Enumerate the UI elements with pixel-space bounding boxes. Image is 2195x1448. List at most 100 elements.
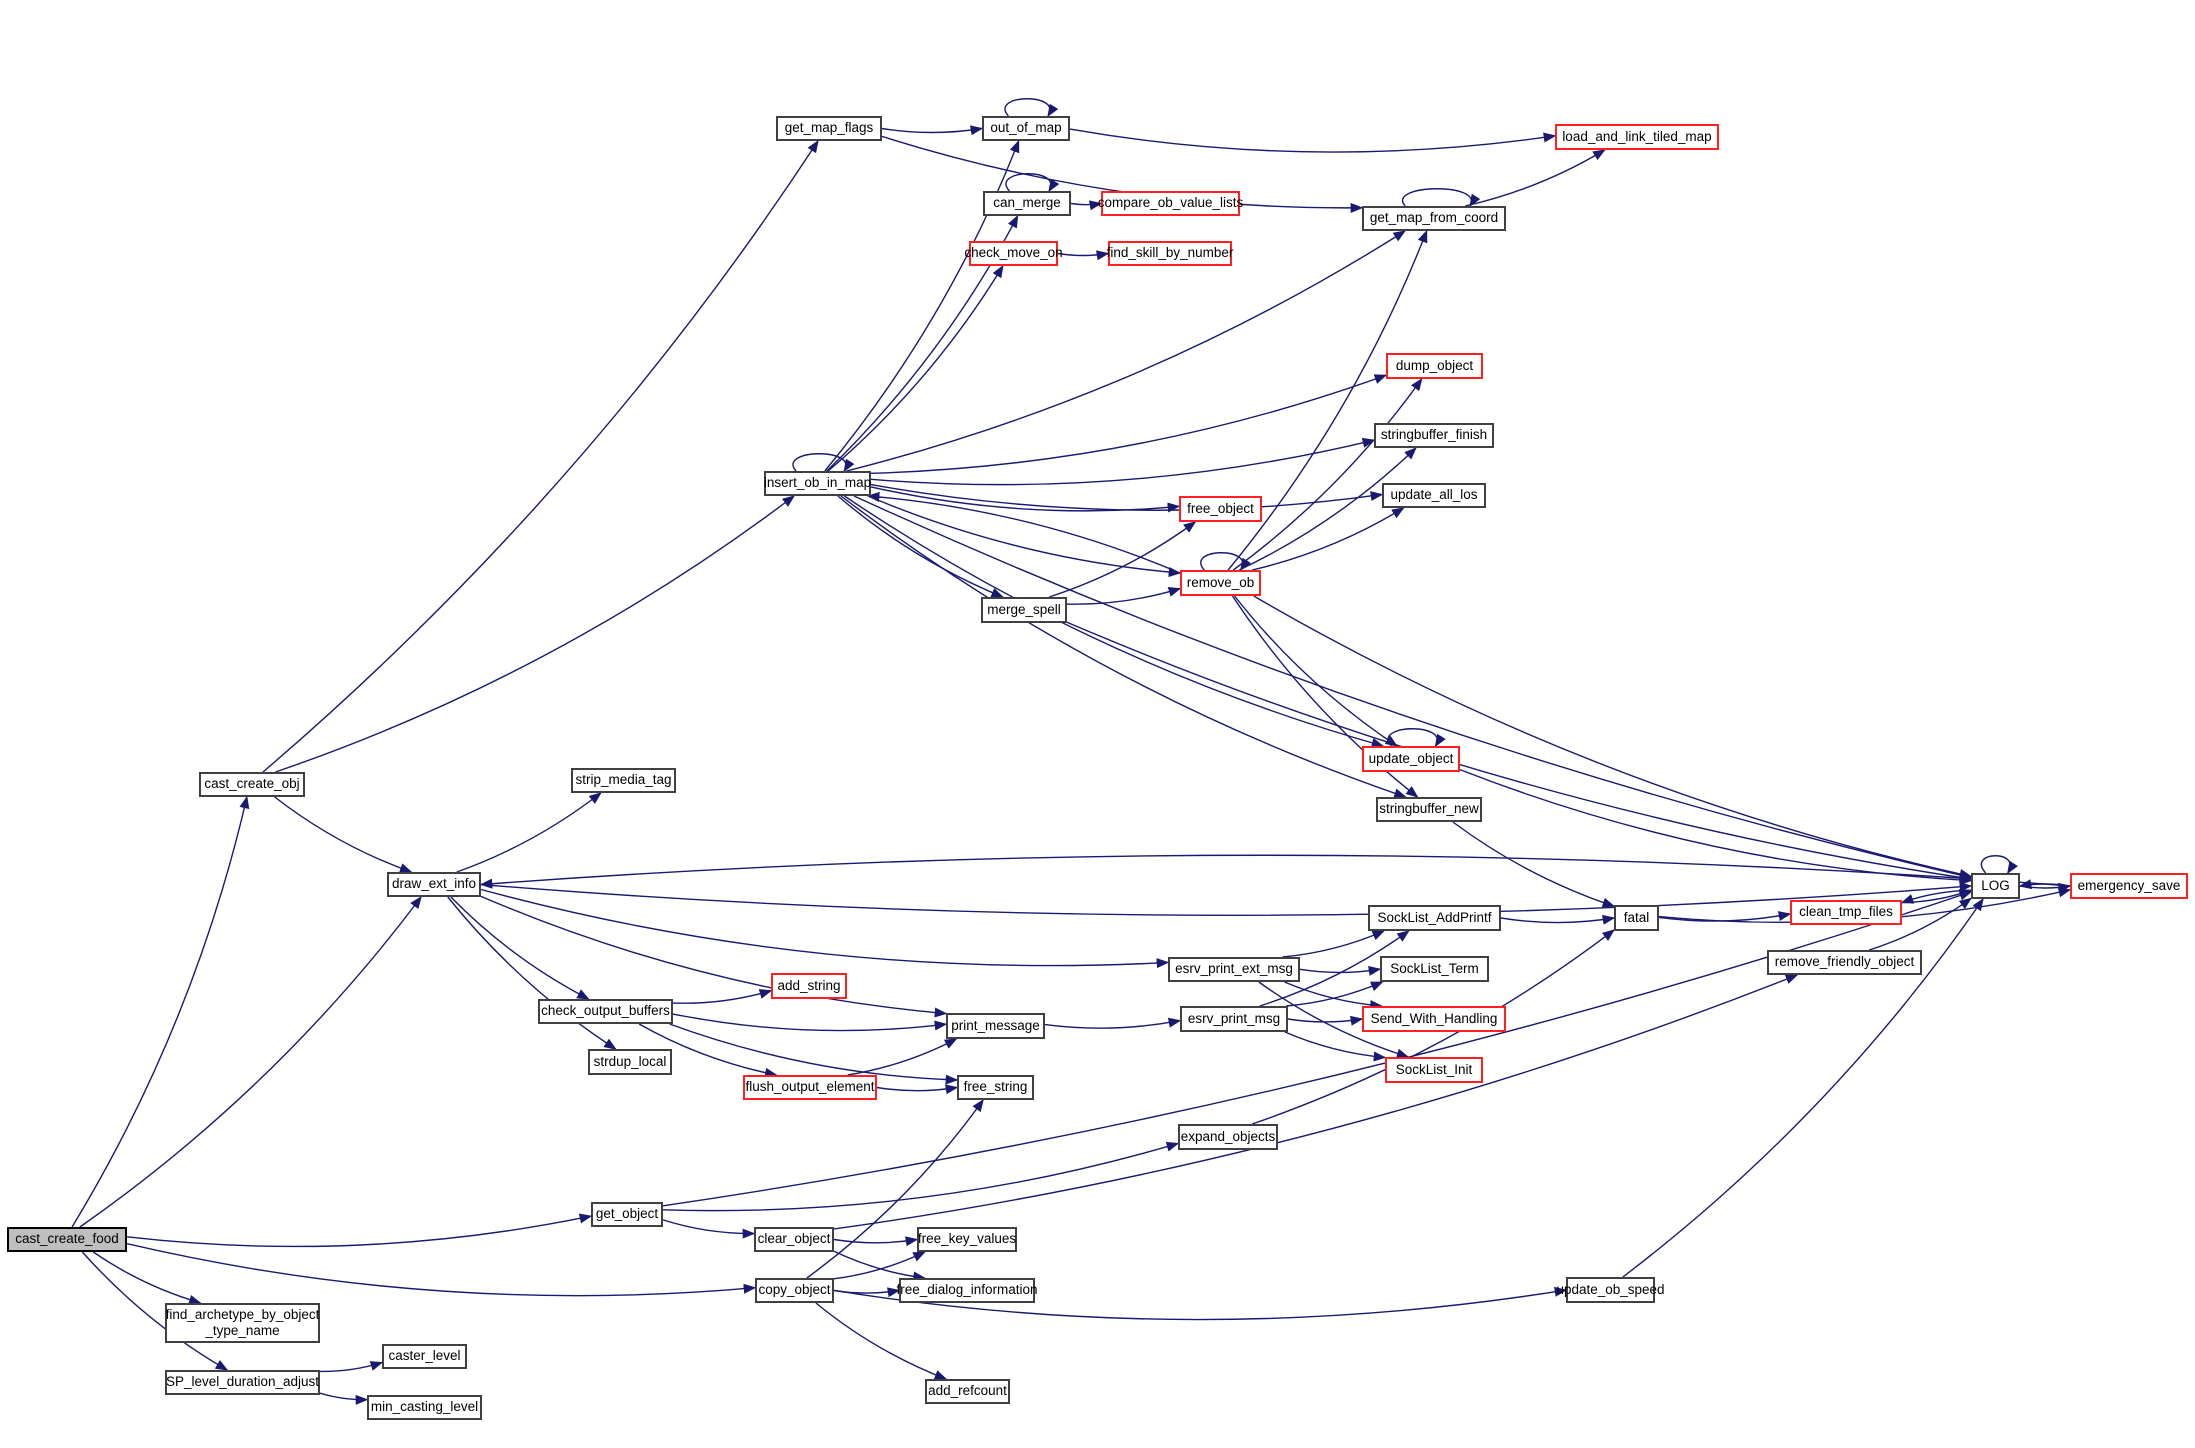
node-strip-media-tag[interactable]: strip_media_tag — [571, 768, 676, 793]
edge-remove-ob-to-stringbuffer-new — [1231, 595, 1419, 798]
node-update-object[interactable]: update_object — [1362, 746, 1460, 772]
node-dump-object[interactable]: dump_object — [1386, 353, 1483, 379]
node-get-map-from-coord[interactable]: get_map_from_coord — [1362, 206, 1506, 231]
node-remove-friendly-object[interactable]: remove_friendly_object — [1767, 950, 1922, 975]
edge-get-map-flags-to-out-of-map — [881, 125, 984, 136]
edge-get-map-from-coord-to-load-and-link-tiled-map — [1464, 149, 1606, 207]
node-remove-ob[interactable]: remove_ob — [1180, 570, 1261, 596]
edge-check-output-buffers-to-free-string — [669, 1023, 959, 1085]
edge-fatal-to-clean-tmp-files — [1658, 911, 1792, 922]
node-expand-objects[interactable]: expand_objects — [1178, 1124, 1278, 1150]
edge-insert-ob-in-map-to-log — [853, 495, 1973, 880]
node-get-object[interactable]: get_object — [591, 1202, 663, 1227]
node-stringbuffer-finish[interactable]: stringbuffer_finish — [1374, 423, 1494, 448]
node-get-map-flags[interactable]: get_map_flags — [776, 116, 882, 141]
edge-esrv-print-msg-to-socklist-init — [1284, 1031, 1387, 1062]
edge-remove-ob-to-update-all-los — [1252, 507, 1405, 571]
node-insert-ob-in-map[interactable]: insert_ob_in_map — [764, 471, 871, 496]
node-update-ob-speed[interactable]: update_ob_speed — [1556, 1277, 1665, 1303]
node-cast-create-obj[interactable]: cast_create_obj — [199, 772, 305, 797]
edge-esrv-print-ext-msg-to-socklist-addprintf — [1282, 930, 1386, 958]
edge-stringbuffer-new-to-fatal — [1452, 821, 1616, 908]
edge-update-object-to-update-object — [1387, 728, 1446, 748]
edge-cast-create-obj-to-draw-ext-info — [274, 796, 413, 873]
node-clear-object[interactable]: clear_object — [754, 1227, 834, 1252]
node-esrv-print-ext-msg[interactable]: esrv_print_ext_msg — [1168, 957, 1300, 982]
edge-cast-create-obj-to-get-map-flags — [262, 139, 819, 773]
node-clean-tmp-files[interactable]: clean_tmp_files — [1790, 900, 1902, 925]
edge-merge-spell-to-remove-ob — [1066, 587, 1182, 605]
edge-get-map-from-coord-to-get-map-from-coord — [1401, 188, 1481, 208]
node-caster-level[interactable]: caster_level — [382, 1344, 467, 1369]
node-draw-ext-info[interactable]: draw_ext_info — [387, 872, 481, 897]
edge-esrv-print-ext-msg-to-socklist-init — [1258, 981, 1410, 1059]
edge-update-object-to-log — [1459, 768, 1973, 886]
node-fatal[interactable]: fatal — [1614, 905, 1659, 931]
node-socklist-addprintf[interactable]: SockList_AddPrintf — [1368, 905, 1501, 931]
edge-draw-ext-info-to-esrv-print-ext-msg — [480, 888, 1170, 969]
edge-sp-level-duration-adjust-to-caster-level — [319, 1361, 384, 1373]
node-merge-spell[interactable]: merge_spell — [981, 597, 1067, 623]
node-out-of-map[interactable]: out_of_map — [982, 116, 1070, 141]
edge-draw-ext-info-to-strip-media-tag — [456, 792, 602, 873]
node-check-output-buffers[interactable]: check_output_buffers — [538, 999, 673, 1024]
edge-get-object-to-log — [662, 890, 1973, 1207]
node-check-move-on[interactable]: check_move_on — [964, 241, 1063, 266]
edge-esrv-print-msg-to-socklist-term — [1286, 981, 1384, 1007]
node-flush-output-element[interactable]: flush_output_element — [743, 1075, 877, 1100]
edge-insert-ob-in-map-to-out-of-map — [824, 139, 1020, 472]
node-cast-create-food[interactable]: cast_create_food — [7, 1227, 127, 1252]
node-add-refcount[interactable]: add_refcount — [925, 1379, 1010, 1404]
edge-cast-create-food-to-find-archetype — [92, 1251, 202, 1305]
edge-emergency-save-to-draw-ext-info — [479, 854, 2071, 889]
edge-sp-level-duration-adjust-to-min-casting-level — [319, 1392, 369, 1405]
edge-clear-object-to-remove-friendly-object — [833, 974, 1799, 1230]
node-add-string[interactable]: add_string — [771, 973, 847, 999]
edge-flush-output-element-to-free-string — [876, 1084, 959, 1095]
node-socklist-init[interactable]: SockList_Init — [1385, 1057, 1483, 1083]
edge-esrv-print-ext-msg-to-send-with-handling — [1284, 981, 1383, 1011]
node-sp-level-duration-adjust[interactable]: SP_level_duration_adjust — [165, 1370, 320, 1395]
node-min-casting-level[interactable]: min_casting_level — [367, 1395, 482, 1420]
edge-log-to-emergency-save — [2019, 882, 2072, 893]
edge-esrv-print-ext-msg-to-socklist-term — [1299, 965, 1382, 976]
edge-get-object-to-expand-objects — [662, 1141, 1180, 1212]
edge-log-to-log — [1980, 855, 2019, 875]
edge-remove-ob-to-log — [1253, 595, 1973, 879]
node-log[interactable]: LOG — [1971, 873, 2020, 899]
node-stringbuffer-new[interactable]: stringbuffer_new — [1376, 797, 1482, 822]
node-copy-object[interactable]: copy_object — [755, 1278, 834, 1303]
edge-cast-create-obj-to-insert-ob-in-map — [275, 495, 796, 773]
edge-insert-ob-in-map-to-remove-ob — [867, 495, 1182, 578]
node-free-key-values[interactable]: free_key_values — [917, 1227, 1017, 1252]
node-send-with-handling[interactable]: Send_With_Handling — [1362, 1006, 1506, 1032]
node-find-skill-by-number[interactable]: find_skill_by_number — [1107, 241, 1233, 266]
edge-insert-ob-in-map-to-stringbuffer-finish — [870, 437, 1376, 486]
edge-check-output-buffers-to-print-message — [672, 1013, 948, 1032]
node-esrv-print-msg[interactable]: esrv_print_msg — [1180, 1006, 1288, 1032]
node-emergency-save[interactable]: emergency_save — [2070, 873, 2188, 899]
node-find-archetype[interactable]: find_archetype_by_object _type_name — [165, 1303, 320, 1343]
node-free-string[interactable]: free_string — [957, 1075, 1034, 1100]
node-load-and-link-tiled-map[interactable]: load_and_link_tiled_map — [1555, 124, 1719, 150]
node-socklist-term[interactable]: SockList_Term — [1380, 956, 1489, 982]
node-print-message[interactable]: print_message — [946, 1013, 1045, 1039]
edge-merge-spell-to-free-object — [1049, 521, 1197, 598]
node-free-object[interactable]: free_object — [1179, 496, 1262, 522]
node-free-dialog-information[interactable]: free_dialog_information — [896, 1278, 1038, 1303]
node-strdup-local[interactable]: strdup_local — [588, 1049, 672, 1075]
edge-insert-ob-in-map-to-free-object — [870, 486, 1181, 513]
edge-socklist-addprintf-to-fatal — [1500, 914, 1616, 925]
edge-merge-spell-to-log — [1066, 621, 1973, 883]
edge-remove-friendly-object-to-log — [1868, 897, 1973, 951]
edge-remove-ob-to-dump-object — [1232, 377, 1423, 571]
edge-draw-ext-info-to-log — [480, 881, 1973, 916]
edge-clear-object-to-free-key-values — [833, 1236, 919, 1247]
node-can-merge[interactable]: can_merge — [983, 191, 1071, 216]
node-compare-ob-value-lists[interactable]: compare_ob_value_lists — [1098, 191, 1243, 216]
edge-copy-object-to-free-key-values — [833, 1251, 926, 1280]
edge-out-of-map-to-out-of-map — [1004, 98, 1059, 118]
node-update-all-los[interactable]: update_all_los — [1382, 483, 1486, 508]
edge-esrv-print-msg-to-send-with-handling — [1287, 1015, 1364, 1026]
